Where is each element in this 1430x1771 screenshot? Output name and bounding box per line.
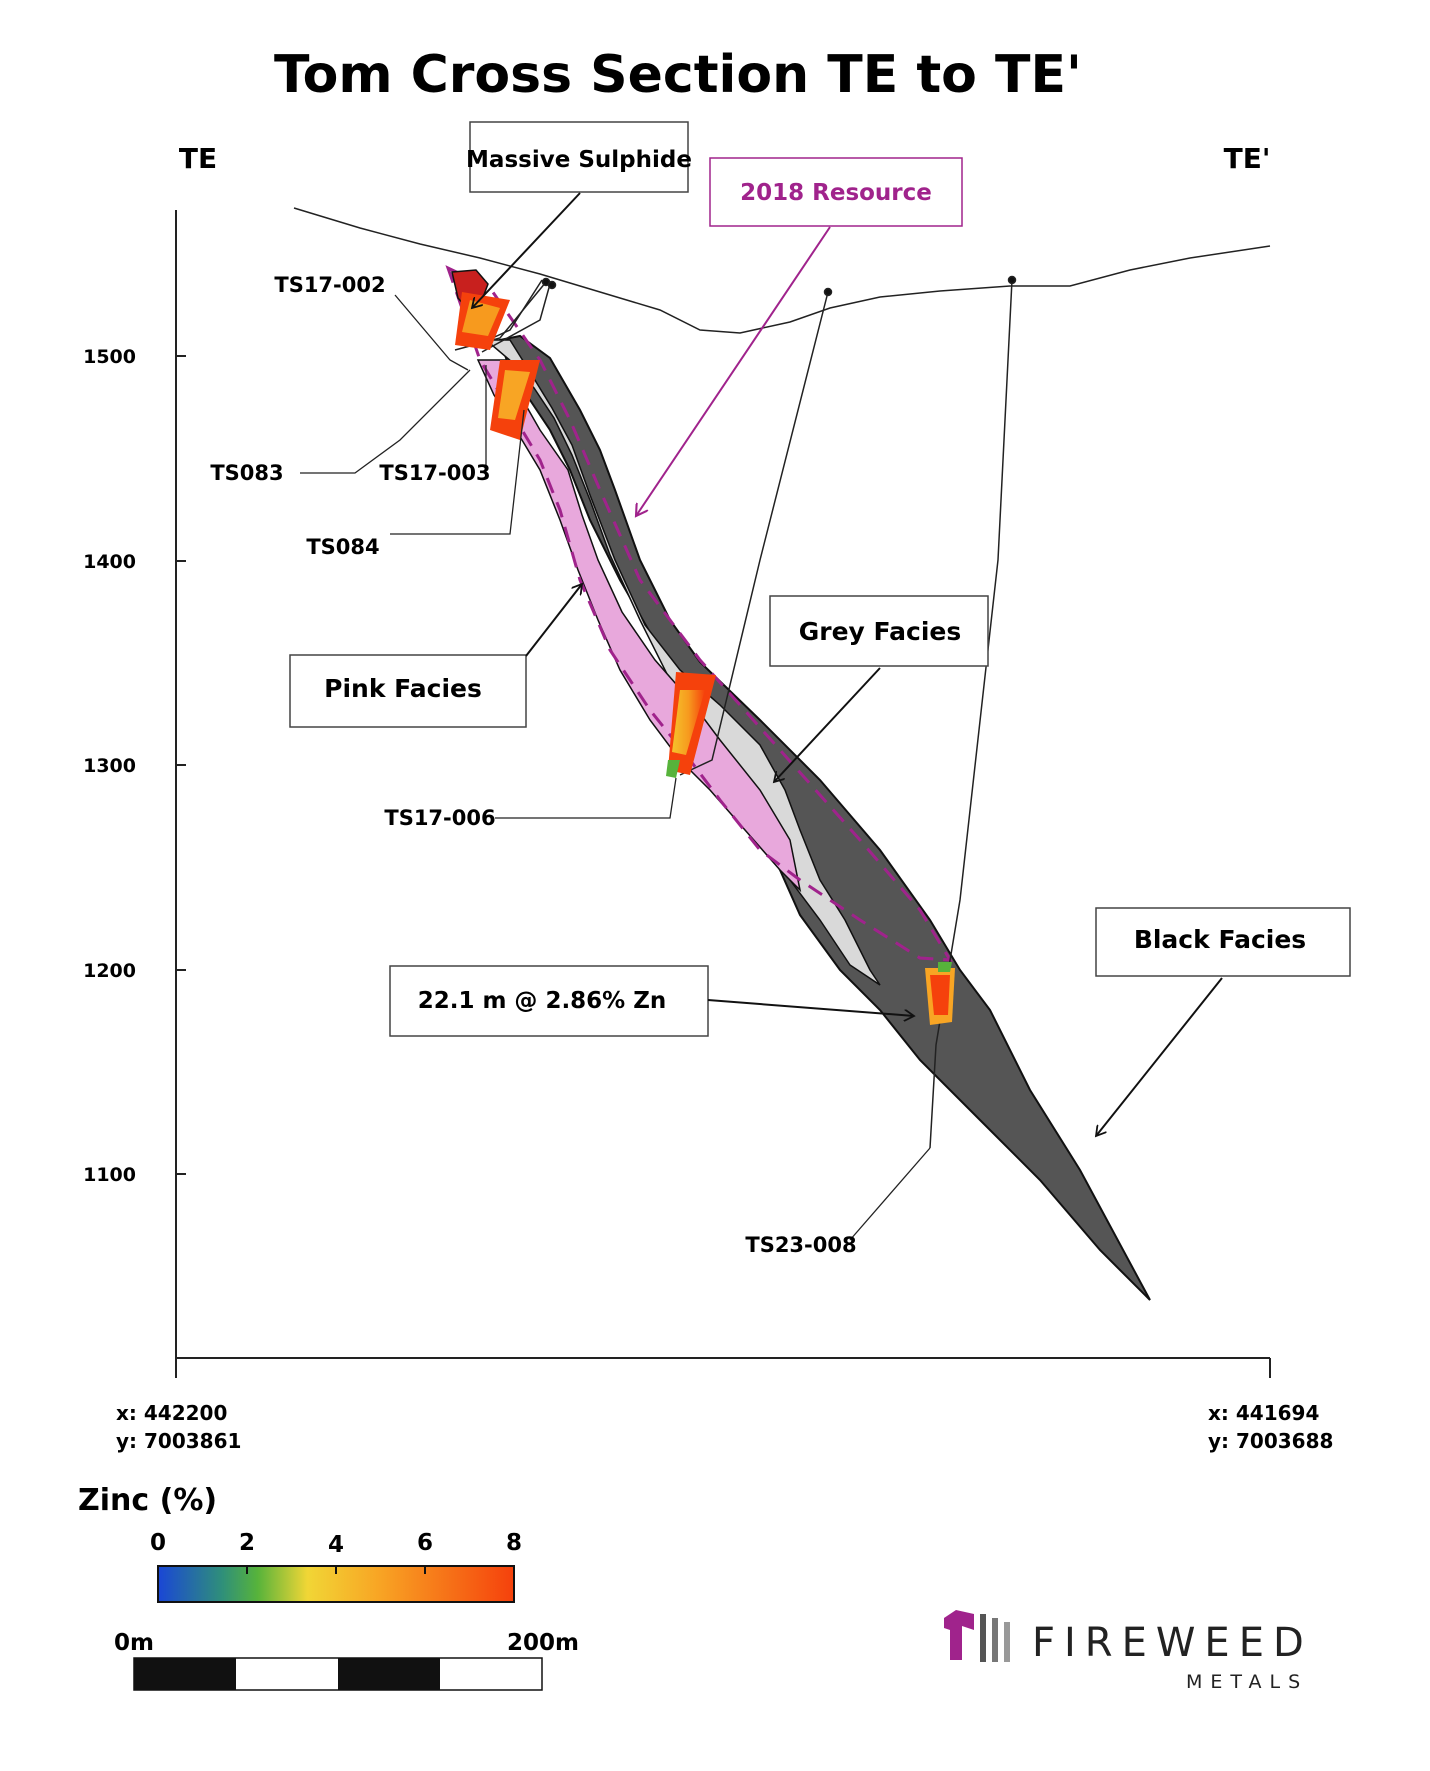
elevation-tick: 1300 bbox=[83, 755, 136, 777]
zinc-legend-tick: 2 bbox=[239, 1530, 255, 1556]
assay-intercept-lower bbox=[925, 962, 955, 1025]
coordinate-right-y: y: 7003688 bbox=[1208, 1429, 1333, 1453]
pink-facies-callout: Pink Facies bbox=[289, 584, 582, 728]
grey-facies-callout: Grey Facies bbox=[769, 595, 989, 782]
drill-hole-label: TS084 bbox=[306, 535, 379, 559]
assay-intercept-middle bbox=[666, 672, 716, 778]
scale-bar-start: 0m bbox=[114, 1630, 154, 1656]
zinc-legend-title: Zinc (%) bbox=[78, 1483, 217, 1518]
fireweed-logo-subtitle: METALS bbox=[1186, 1671, 1308, 1693]
drill-hole-leaders bbox=[300, 294, 931, 1241]
zinc-legend-tick: 8 bbox=[506, 1530, 522, 1556]
assay-intercept-upper bbox=[455, 292, 540, 440]
fireweed-logo-name: FIREWEED bbox=[1032, 1620, 1313, 1666]
topography-line bbox=[293, 207, 1271, 334]
zinc-legend-tick: 6 bbox=[417, 1530, 433, 1556]
drill-hole-label: TS083 bbox=[210, 461, 283, 485]
intercept-callout: 22.1 m @ 2.86% Zn bbox=[389, 965, 914, 1037]
elevation-tick: 1200 bbox=[83, 960, 136, 982]
coordinate-right-x: x: 441694 bbox=[1208, 1401, 1319, 1425]
scale-bar-end: 200m bbox=[507, 1630, 579, 1656]
intercept-label: 22.1 m @ 2.86% Zn bbox=[418, 988, 667, 1014]
fireweed-logo-mark-icon bbox=[944, 1610, 1010, 1662]
pink-facies-label: Pink Facies bbox=[324, 674, 482, 703]
drill-hole-traces bbox=[454, 275, 1017, 1149]
drill-hole-label: TS17-002 bbox=[274, 273, 385, 297]
massive-sulphide-label: Massive Sulphide bbox=[466, 147, 692, 173]
assay-intercepts bbox=[455, 292, 955, 1025]
resource-label: 2018 Resource bbox=[740, 180, 932, 206]
section-end-left: TE bbox=[179, 142, 217, 175]
fireweed-logo: FIREWEED METALS bbox=[944, 1610, 1313, 1693]
black-facies-callout: Black Facies bbox=[1096, 907, 1351, 1136]
elevation-tick: 1500 bbox=[83, 346, 136, 368]
coordinate-left-y: y: 7003861 bbox=[116, 1429, 241, 1453]
drill-hole-label: TS17-003 bbox=[379, 461, 490, 485]
zinc-legend: Zinc (%) 0 2 4 6 8 bbox=[78, 1483, 522, 1603]
black-facies-label: Black Facies bbox=[1134, 925, 1306, 954]
section-end-right: TE' bbox=[1224, 142, 1271, 175]
axes bbox=[175, 210, 1271, 1378]
elevation-tick: 1100 bbox=[83, 1164, 136, 1186]
scale-bar: 0m 200m bbox=[114, 1630, 579, 1691]
resource-callout: 2018 Resource bbox=[636, 157, 963, 516]
page-title: Tom Cross Section TE to TE' bbox=[274, 45, 1082, 105]
pink-facies-unit bbox=[476, 359, 802, 893]
drill-hole-label: TS17-006 bbox=[384, 806, 495, 830]
grey-facies-label: Grey Facies bbox=[799, 617, 962, 646]
zinc-legend-tick: 4 bbox=[328, 1532, 344, 1558]
zinc-legend-tick: 0 bbox=[150, 1530, 166, 1556]
grey-facies-unit bbox=[483, 339, 881, 986]
coordinate-left-x: x: 442200 bbox=[116, 1401, 227, 1425]
massive-sulphide-callout: Massive Sulphide bbox=[466, 121, 692, 308]
drill-hole-label: TS23-008 bbox=[745, 1233, 856, 1257]
elevation-tick: 1400 bbox=[83, 551, 136, 573]
resource-2018-outline bbox=[445, 265, 953, 962]
